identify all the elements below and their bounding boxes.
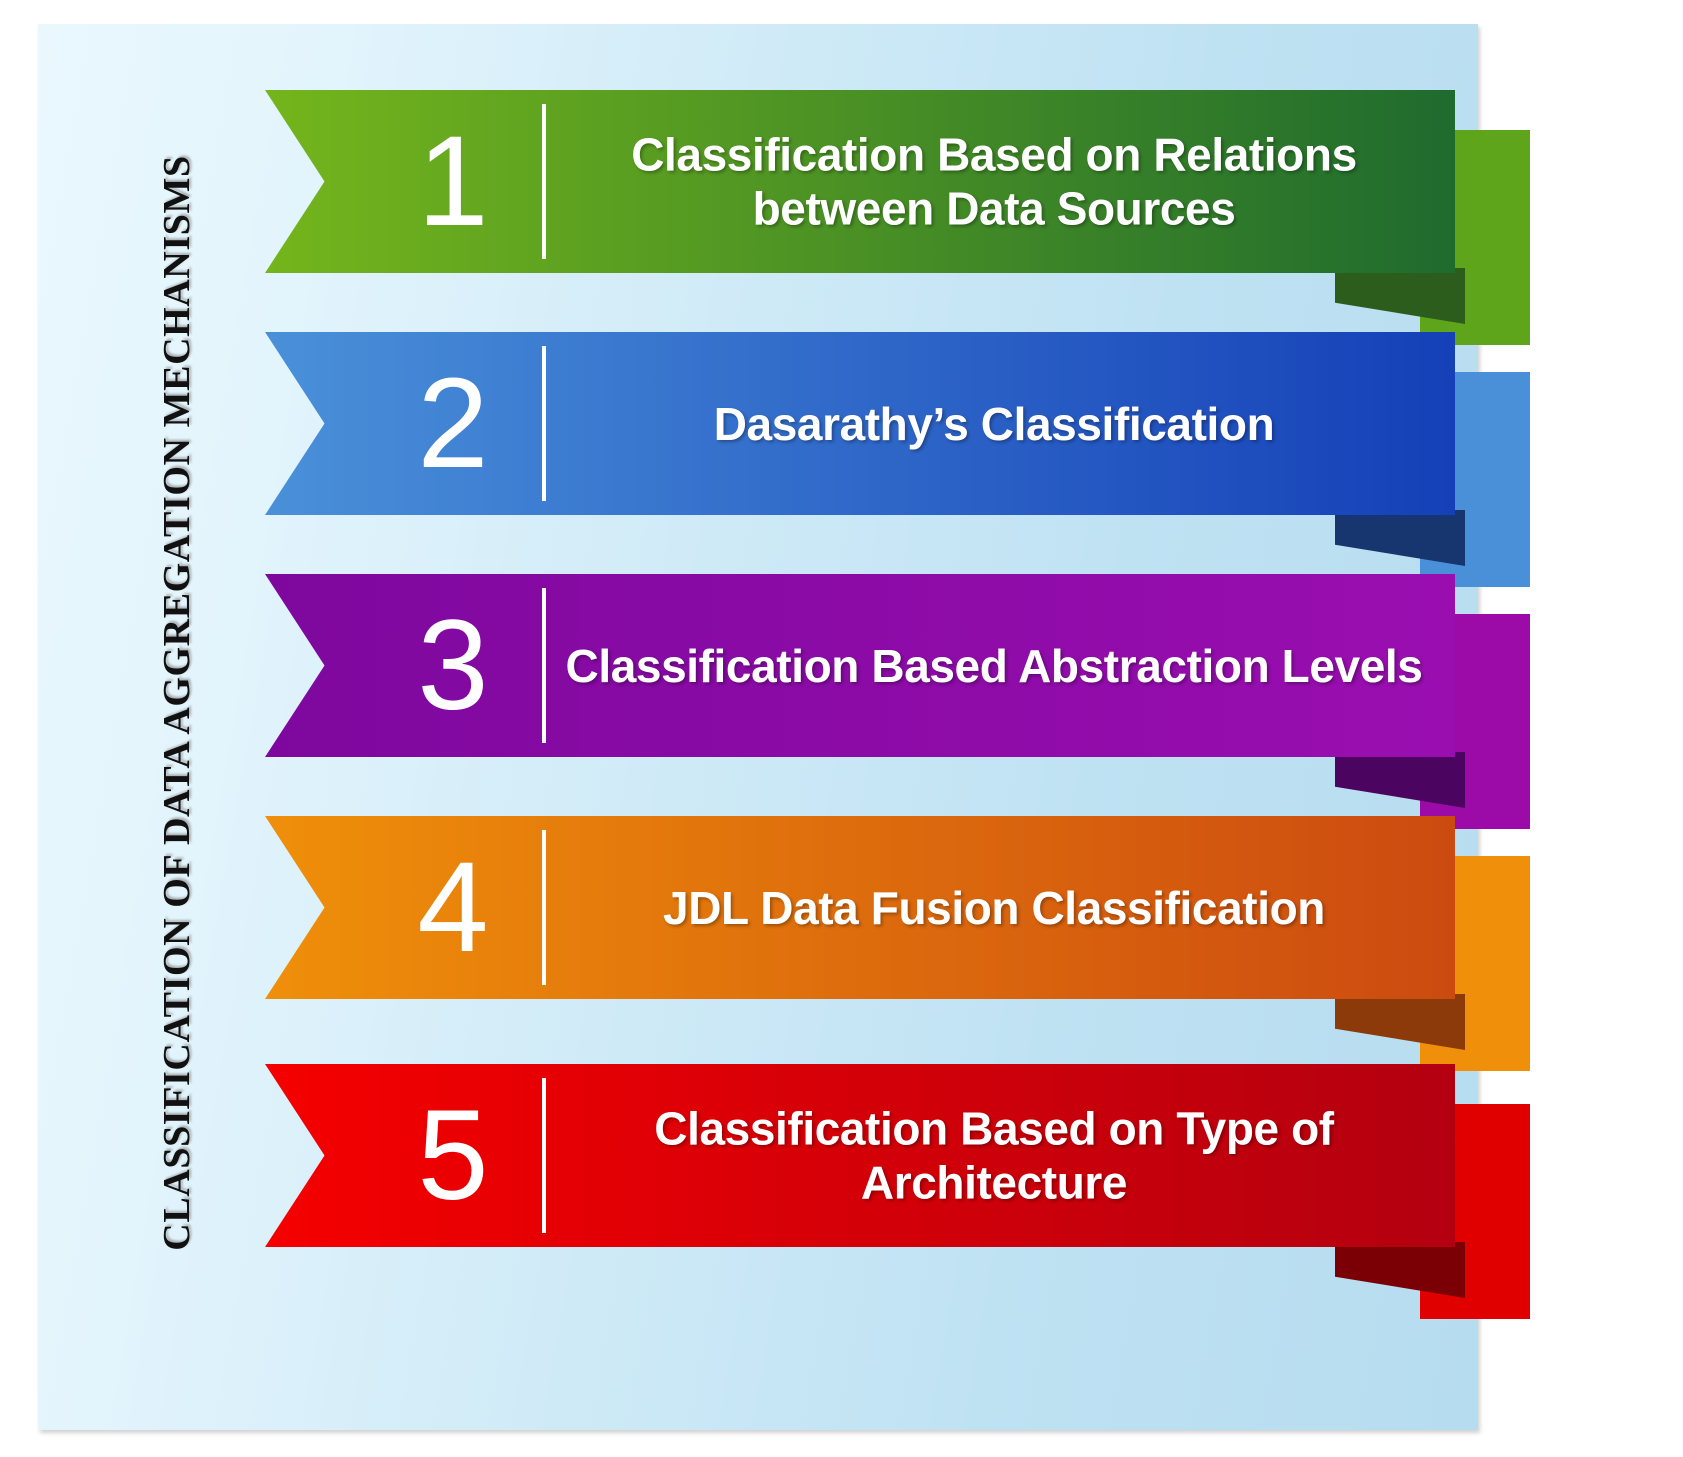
banner-strip[interactable]: 4 JDL Data Fusion Classification — [265, 816, 1455, 999]
banner-divider — [542, 588, 546, 743]
banner-label: Classification Based on Relations betwee… — [631, 128, 1357, 235]
banner-strip[interactable]: 5 Classification Based on Type of Archite… — [265, 1064, 1455, 1247]
banner-label: Classification Based Abstraction Levels — [565, 639, 1423, 692]
banner-fold-shadow — [1335, 268, 1465, 324]
banner-number: 3 — [417, 593, 489, 737]
banner-label: Dasarathy’s Classification — [713, 397, 1275, 450]
banner-fold-shadow — [1335, 1242, 1465, 1298]
banner-divider — [542, 1078, 546, 1233]
banner-label: JDL Data Fusion Classification — [663, 881, 1325, 934]
banner-item[interactable]: 1 Classification Based on Relations betwe… — [225, 90, 1665, 350]
banner-number: 1 — [417, 109, 489, 253]
banner-fold-shadow — [1335, 752, 1465, 808]
banner-label: Classification Based on Type of Architec… — [654, 1102, 1334, 1209]
banner-item[interactable]: 4 JDL Data Fusion Classification — [225, 816, 1665, 1076]
banner-divider — [542, 830, 546, 985]
banner-strip[interactable]: 2 Dasarathy’s Classification — [265, 332, 1455, 515]
banner-fold-shadow — [1335, 994, 1465, 1050]
banner-strip[interactable]: 1 Classification Based on Relations betwe… — [265, 90, 1455, 273]
banner-divider — [542, 346, 546, 501]
banner-item[interactable]: 3 Classification Based Abstraction Levels — [225, 574, 1665, 834]
banner-number: 5 — [417, 1083, 489, 1227]
banner-number: 2 — [417, 351, 489, 495]
banner-fold-shadow — [1335, 510, 1465, 566]
banner-item[interactable]: 2 Dasarathy’s Classification — [225, 332, 1665, 592]
banner-divider — [542, 104, 546, 259]
banner-strip[interactable]: 3 Classification Based Abstraction Levels — [265, 574, 1455, 757]
banner-item[interactable]: 5 Classification Based on Type of Archite… — [225, 1064, 1665, 1324]
banner-number: 4 — [417, 835, 489, 979]
page-title: CLASSIFICATION OF DATA AGGREGATION MECHA… — [156, 155, 198, 1251]
